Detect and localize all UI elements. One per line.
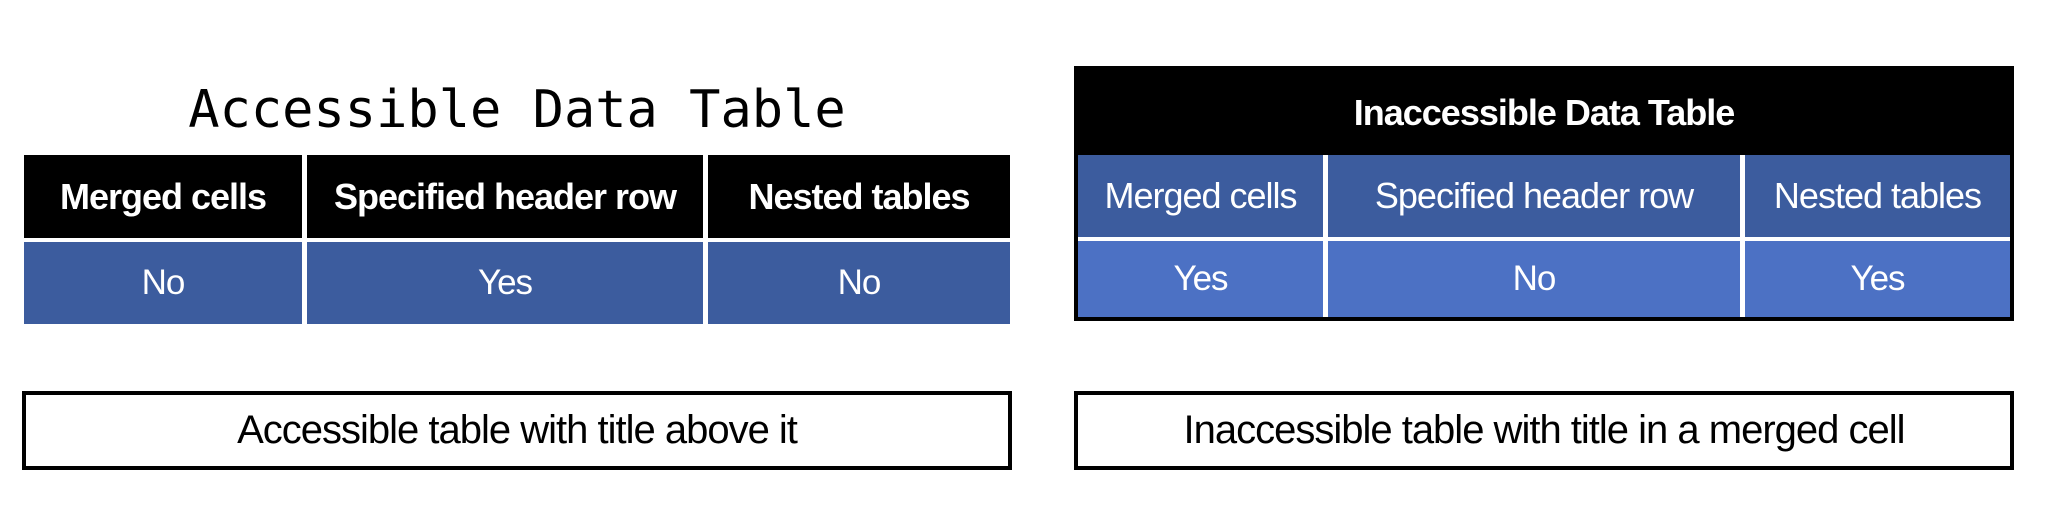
- inaccessible-header-nested-tables: Nested tables: [1745, 155, 2010, 237]
- inaccessible-value-specified-header-row: No: [1328, 241, 1740, 317]
- accessible-caption-text: Accessible table with title above it: [237, 408, 798, 452]
- inaccessible-caption-box: Inaccessible table with title in a merge…: [1074, 391, 2014, 470]
- accessible-value-specified-header-row: Yes: [307, 242, 703, 324]
- inaccessible-value-nested-tables: Yes: [1745, 241, 2010, 317]
- accessible-value-merged-cells: No: [24, 242, 302, 324]
- accessible-table-title: Accessible Data Table: [188, 80, 846, 140]
- accessible-caption-box: Accessible table with title above it: [22, 391, 1012, 470]
- accessible-header-nested-tables: Nested tables: [708, 155, 1010, 238]
- inaccessible-table-title: Inaccessible Data Table: [1353, 91, 1736, 133]
- accessible-data-row: No Yes No: [24, 242, 1010, 324]
- accessible-table: Merged cells Specified header row Nested…: [24, 155, 1010, 324]
- inaccessible-header-specified-header-row: Specified header row: [1328, 155, 1740, 237]
- accessible-header-row: Merged cells Specified header row Nested…: [24, 155, 1010, 238]
- accessible-header-merged-cells: Merged cells: [24, 155, 302, 238]
- inaccessible-data-row: Yes No Yes: [1078, 241, 2010, 317]
- inaccessible-header-merged-cells: Merged cells: [1078, 155, 1323, 237]
- inaccessible-caption-text: Inaccessible table with title in a merge…: [1183, 408, 1905, 452]
- accessible-header-specified-header-row: Specified header row: [307, 155, 703, 238]
- inaccessible-header-row: Merged cells Specified header row Nested…: [1078, 155, 2010, 237]
- inaccessible-value-merged-cells: Yes: [1078, 241, 1323, 317]
- inaccessible-table: Inaccessible Data Table Merged cells Spe…: [1074, 66, 2014, 321]
- inaccessible-merged-title-cell: Inaccessible Data Table: [1078, 70, 2010, 155]
- accessible-value-nested-tables: No: [708, 242, 1010, 324]
